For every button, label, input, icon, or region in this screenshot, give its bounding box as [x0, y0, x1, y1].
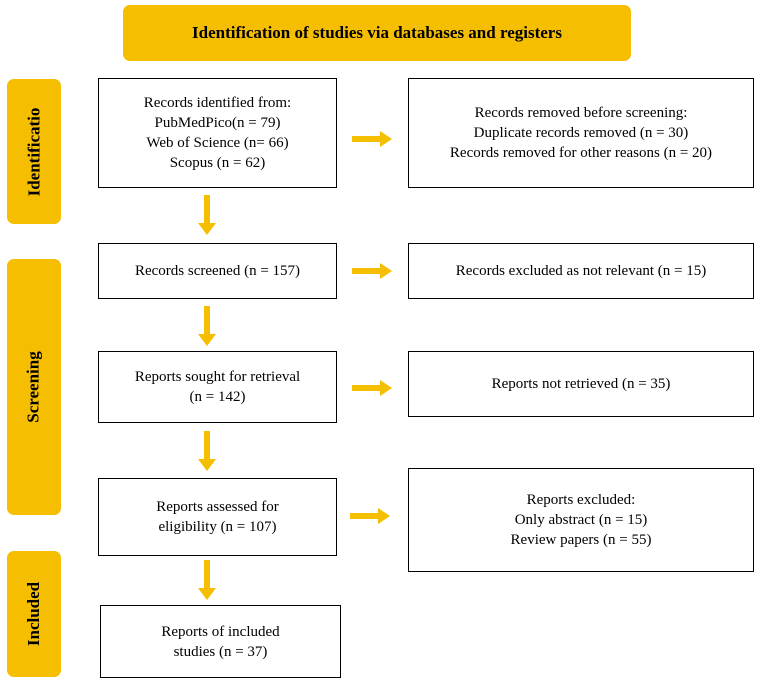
box-reports-not-retrieved: Reports not retrieved (n = 35): [408, 351, 754, 417]
box-line: Records excluded as not relevant (n = 15…: [455, 263, 707, 279]
arrow-down-icon: [198, 195, 216, 235]
phase-identification: Identificatio: [7, 79, 61, 224]
box-line: Records identified from:: [143, 95, 292, 111]
box-line: eligibility (n = 107): [158, 519, 277, 535]
header-title: Identification of studies via databases …: [192, 23, 562, 42]
box-line: Web of Science (n= 66): [146, 135, 289, 151]
arrow-right-icon: [352, 131, 392, 147]
box-line: (n = 142): [189, 389, 246, 405]
box-line: Records removed for other reasons (n = 2…: [449, 145, 713, 161]
phase-label-screening: Screening: [24, 351, 43, 423]
box-line: Scopus (n = 62): [169, 155, 266, 171]
phase-label-included: Included: [24, 581, 43, 647]
box-line: Reports sought for retrieval: [134, 369, 301, 385]
phase-label-identification: Identificatio: [24, 107, 43, 196]
box-records-excluded: Records excluded as not relevant (n = 15…: [408, 243, 754, 299]
box-line: Reports of included: [161, 623, 280, 640]
arrow-right-icon: [352, 380, 392, 396]
box-line: Reports excluded:: [526, 492, 636, 508]
box-line: PubMedPico(n = 79): [154, 115, 281, 131]
box-records-identified: Records identified from: PubMedPico(n = …: [98, 78, 337, 188]
box-line: Review papers (n = 55): [510, 532, 652, 548]
box-line: Records removed before screening:: [474, 105, 688, 121]
box-reports-included: Reports of included studies (n = 37): [100, 605, 341, 678]
arrow-down-icon: [198, 431, 216, 471]
box-records-screened: Records screened (n = 157): [98, 243, 337, 299]
arrow-down-icon: [198, 306, 216, 346]
box-line: studies (n = 37): [173, 643, 268, 660]
box-line: Reports not retrieved (n = 35): [491, 376, 671, 392]
box-reports-assessed: Reports assessed for eligibility (n = 10…: [98, 478, 337, 556]
box-line: Reports assessed for: [156, 499, 279, 515]
box-reports-excluded: Reports excluded: Only abstract (n = 15)…: [408, 468, 754, 572]
box-records-removed: Records removed before screening: Duplic…: [408, 78, 754, 188]
box-line: Only abstract (n = 15): [514, 512, 648, 528]
arrow-right-icon: [350, 508, 390, 524]
diagram-header: Identification of studies via databases …: [123, 5, 631, 61]
arrow-down-icon: [198, 560, 216, 600]
arrow-right-icon: [352, 263, 392, 279]
box-line: Records screened (n = 157): [134, 263, 301, 279]
box-line: Duplicate records removed (n = 30): [473, 125, 689, 141]
box-reports-sought: Reports sought for retrieval (n = 142): [98, 351, 337, 423]
phase-screening: Screening: [7, 259, 61, 515]
phase-included: Included: [7, 551, 61, 677]
